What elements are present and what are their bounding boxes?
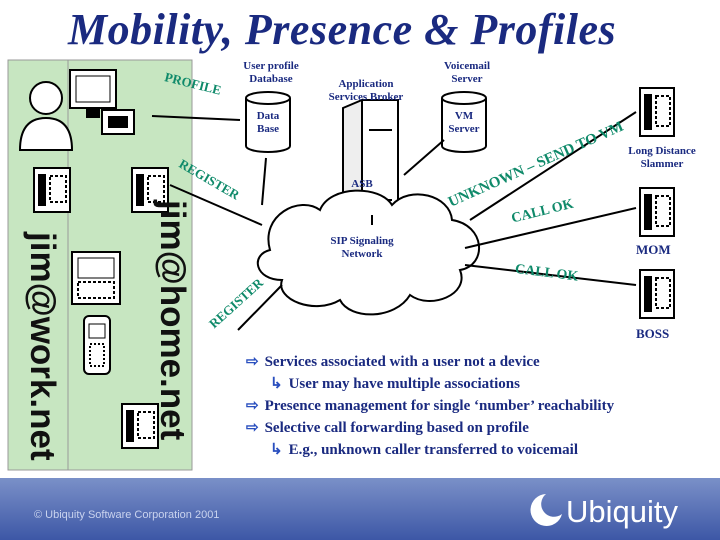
mom-label: MOM [636, 242, 671, 257]
mobile-phone-icon [83, 315, 111, 375]
work-phone-icon [33, 167, 71, 213]
arrow-bullet-icon: ⇨ [246, 398, 259, 414]
home-address: jim@home.net [153, 200, 192, 441]
sip-network-label: SIP Signaling Network [330, 235, 394, 260]
long-distance-phone-icon [639, 87, 675, 137]
sip-cloud [256, 189, 481, 316]
network-diagram [7, 59, 675, 471]
work-address: jim@work.net [23, 232, 62, 461]
bullet-list: ⇨Services associated with a user not a d… [246, 352, 614, 462]
desk-phone-icon [101, 109, 135, 135]
boss-phone-icon [639, 269, 675, 319]
bullet-item: ⇨Selective call forwarding based on prof… [246, 420, 529, 436]
data-base-cylinder [245, 91, 291, 153]
arrow-bullet-icon: ⇨ [246, 354, 259, 370]
bullet-item: ↳E.g., unknown caller transferred to voi… [270, 442, 579, 458]
home-phone-icon [131, 167, 169, 213]
copyright-text: © Ubiquity Software Corporation 2001 [34, 509, 220, 521]
page-title: Mobility, Presence & Profiles [68, 5, 617, 54]
bullet-item: ⇨Presence management for single ‘number’… [246, 398, 615, 414]
voicemail-server-label: Voicemail Server [443, 60, 491, 85]
data-base-label: Data Base [256, 110, 280, 135]
user-profile-db-label: User profile Database [243, 60, 299, 85]
app-services-label: Application Services Broker [328, 78, 404, 103]
mom-phone-icon [639, 187, 675, 237]
asb-label: ASB [351, 178, 373, 190]
arrow-bullet-icon: ⇨ [246, 420, 259, 436]
brand-name: Ubiquity [566, 494, 678, 529]
long-distance-label: Long Distance Slammer [628, 145, 696, 170]
bullet-item: ⇨Services associated with a user not a d… [246, 354, 540, 370]
bullet-item: ↳User may have multiple associations [270, 376, 520, 392]
ubiquity-logo-icon [530, 494, 562, 526]
bottom-phone-icon [121, 403, 159, 449]
laptop-icon [71, 251, 121, 305]
vm-server-cylinder [441, 91, 487, 153]
person-icon [18, 81, 74, 151]
monitor-icon [69, 69, 117, 118]
sub-arrow-icon: ↳ [270, 442, 283, 458]
vm-server-label: VM Server [448, 110, 480, 135]
boss-label: BOSS [636, 326, 670, 341]
sub-arrow-icon: ↳ [270, 376, 283, 392]
footer-bar [0, 478, 720, 540]
